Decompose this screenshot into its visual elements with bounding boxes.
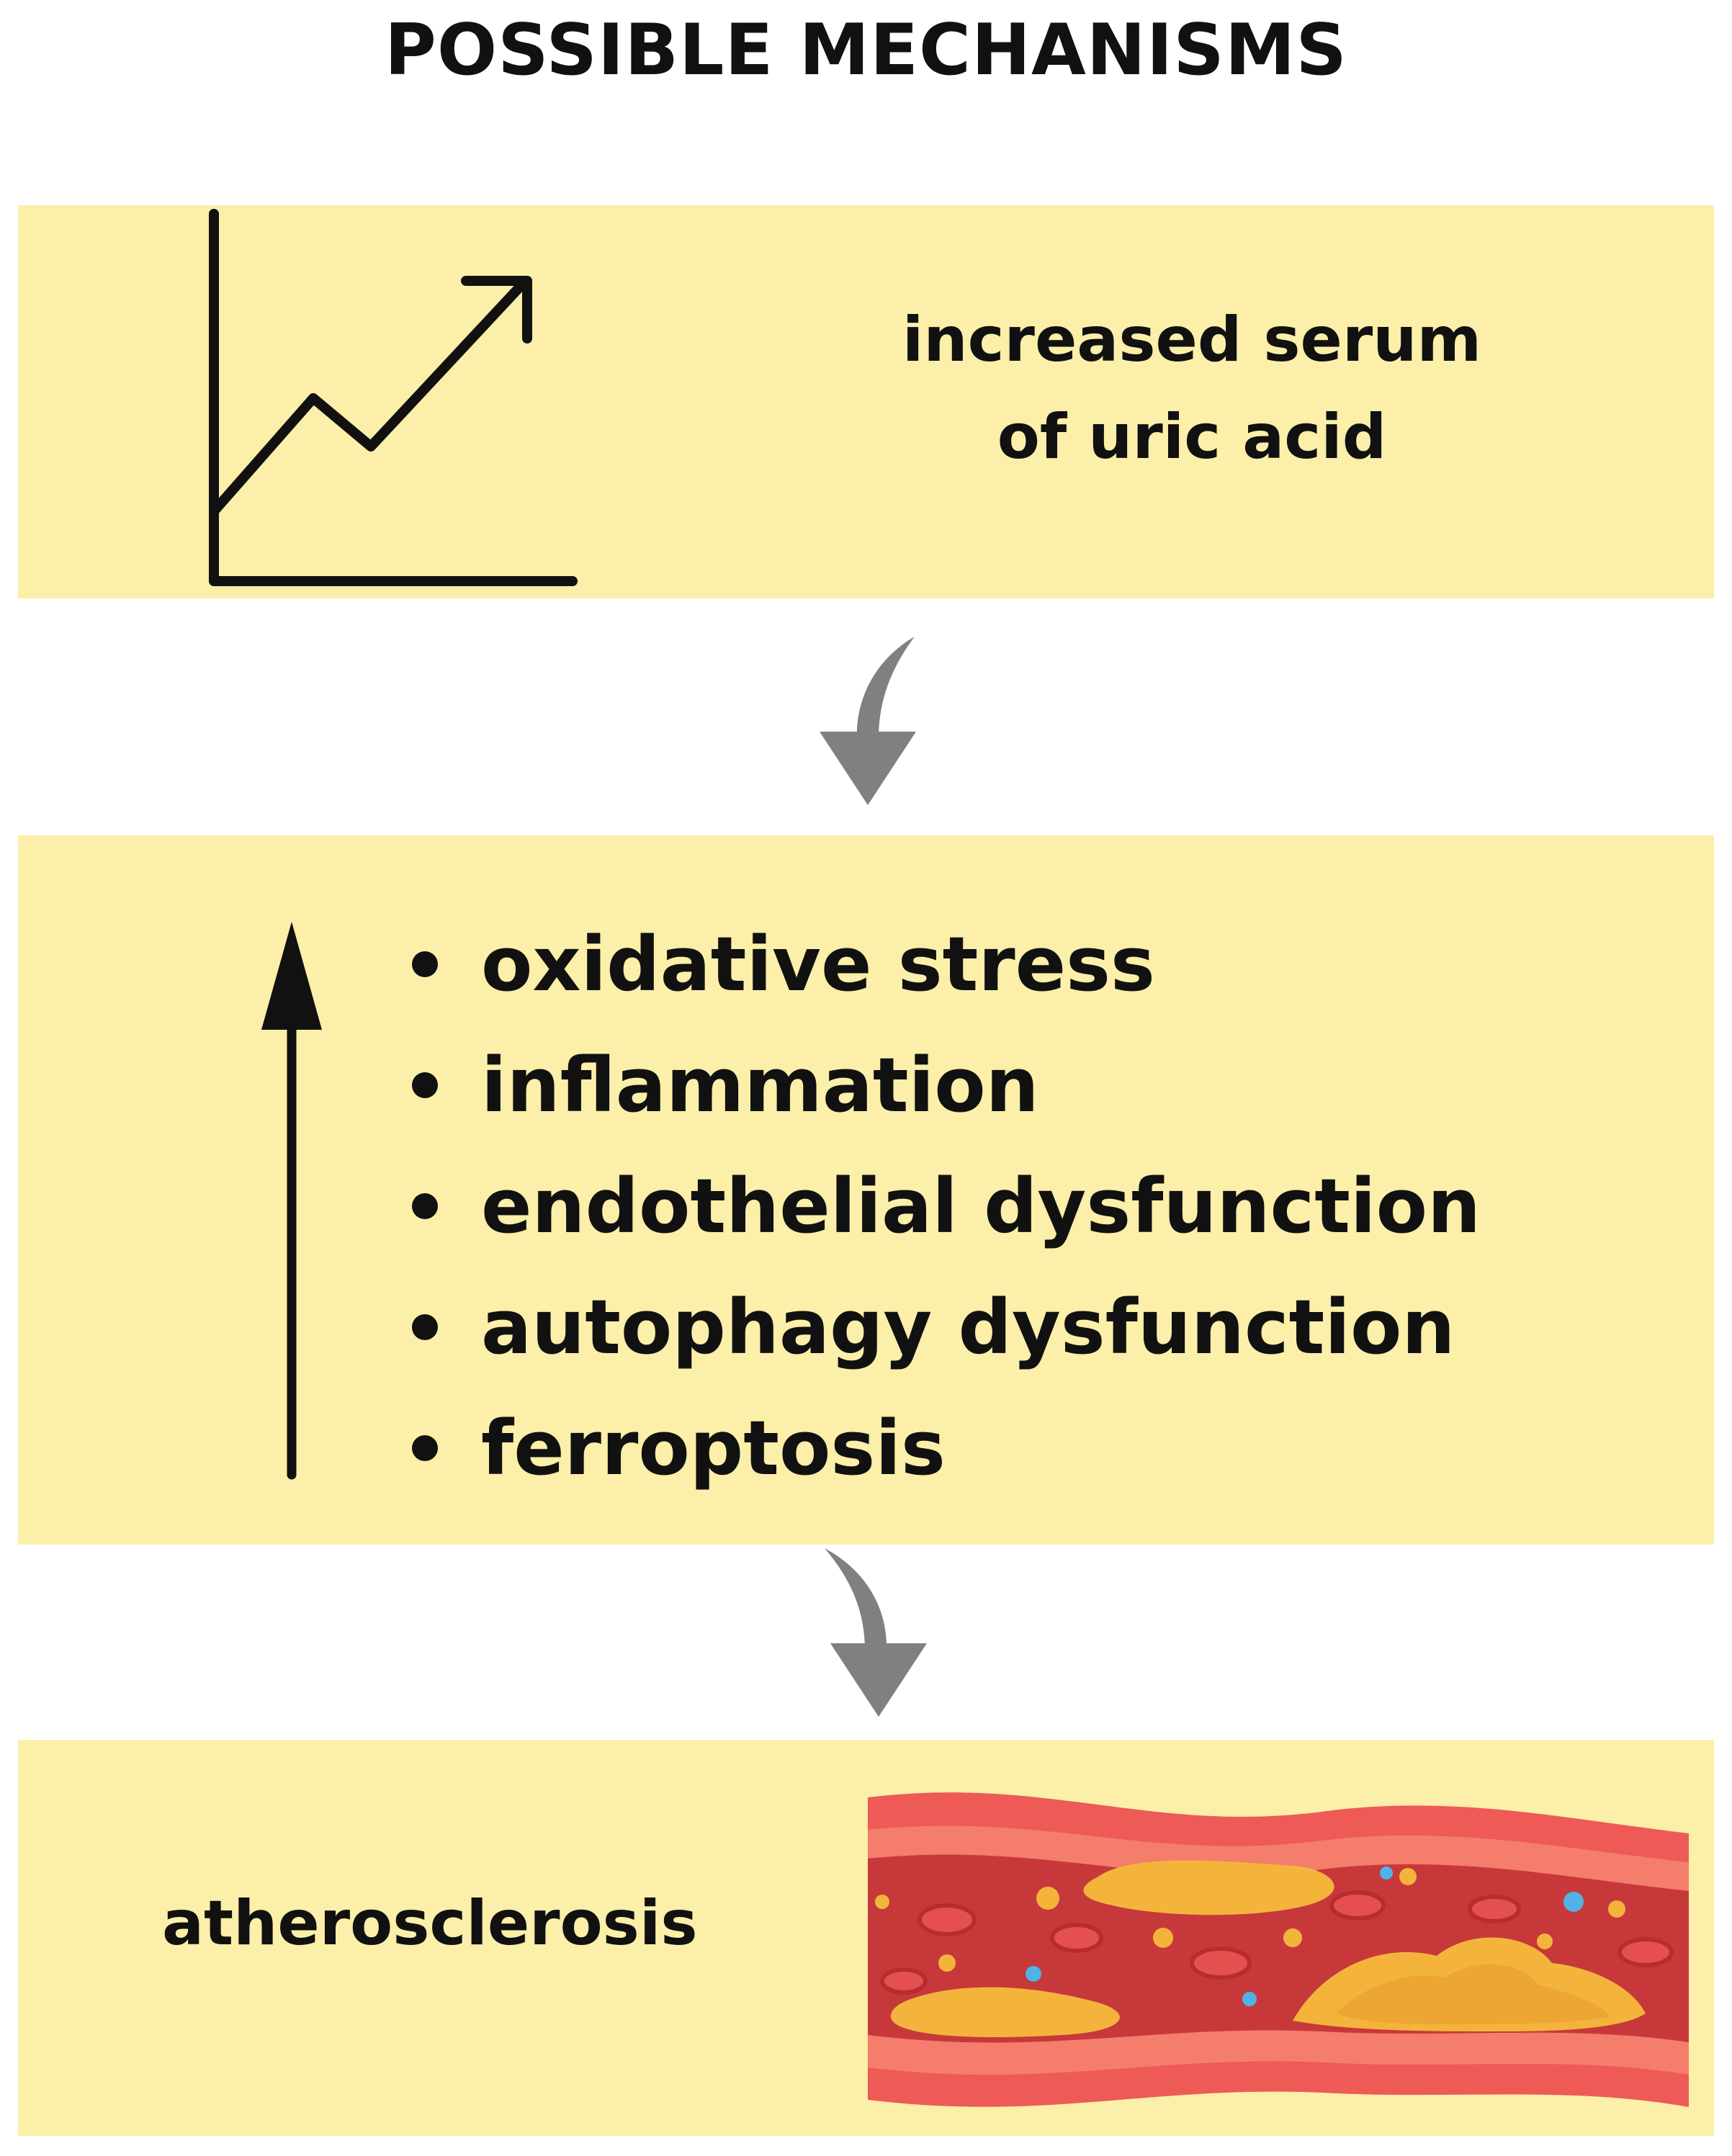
page-title: POSSIBLE MECHANISMS: [385, 9, 1347, 91]
serum-text: increased serum of uric acid: [832, 292, 1552, 486]
bullet-icon: [412, 1193, 438, 1219]
mechanism-label: oxidative stress: [481, 920, 1155, 1008]
bullet-icon: [412, 951, 438, 977]
bullet-icon: [412, 1435, 438, 1461]
serum-line-2: of uric acid: [997, 401, 1387, 473]
mechanism-label: inflammation: [481, 1041, 1039, 1129]
bullet-icon: [412, 1072, 438, 1098]
atherosclerosis-label: atherosclerosis: [162, 1887, 698, 1959]
curved-down-arrow-icon: [825, 1548, 927, 1717]
list-item: oxidative stress: [403, 904, 1481, 1025]
list-item: autophagy dysfunction: [403, 1267, 1481, 1388]
serum-line-1: increased serum: [902, 304, 1482, 376]
list-item: inflammation: [403, 1025, 1481, 1146]
trending-up-chart-icon: [209, 209, 578, 586]
list-item: ferroptosis: [403, 1388, 1481, 1509]
arrow-up-icon: [261, 922, 322, 1480]
mechanism-list: oxidative stress inflammation endothelia…: [403, 904, 1481, 1509]
serum-panel: increased serum of uric acid: [18, 205, 1714, 598]
artery-plaque-icon: [868, 1792, 1689, 2107]
mechanism-label: endothelial dysfunction: [481, 1162, 1481, 1250]
mechanism-label: autophagy dysfunction: [481, 1283, 1455, 1371]
mechanism-label: ferroptosis: [481, 1404, 946, 1492]
bullet-icon: [412, 1314, 438, 1340]
curved-down-arrow-icon: [820, 637, 916, 805]
mechanisms-panel: oxidative stress inflammation endothelia…: [18, 835, 1714, 1545]
list-item: endothelial dysfunction: [403, 1146, 1481, 1267]
outcome-panel: atherosclerosis: [18, 1740, 1714, 2136]
